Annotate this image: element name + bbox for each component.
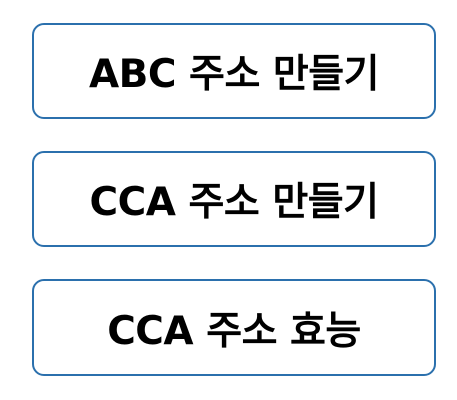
make-cca-address-button[interactable]: CCA 주소 만들기 (32, 151, 436, 247)
make-abc-address-label: ABC 주소 만들기 (88, 52, 380, 97)
make-abc-address-button[interactable]: ABC 주소 만들기 (32, 23, 436, 119)
cca-address-effect-button[interactable]: CCA 주소 효능 (32, 279, 436, 376)
cca-address-effect-label: CCA 주소 효능 (107, 308, 361, 354)
make-cca-address-label: CCA 주소 만들기 (89, 180, 379, 225)
